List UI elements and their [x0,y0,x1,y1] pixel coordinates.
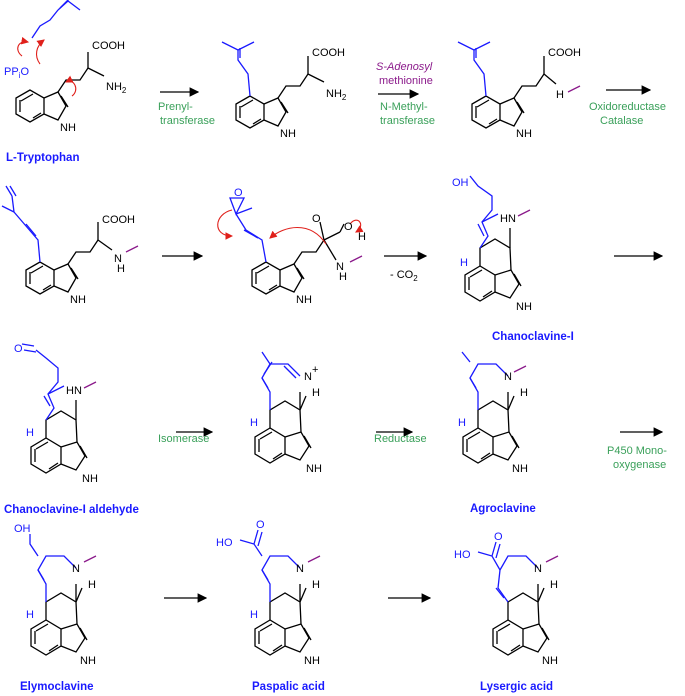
o-label-carbonyl: O [312,213,321,225]
enzyme-p450-line2: oxygenase [613,459,666,471]
h-label-9a: H [520,387,528,399]
iminium-intermediate-structure [254,351,312,464]
nh-label-3: H [556,89,564,101]
cooh-label: COOH [92,40,125,52]
o-label-12: O [494,531,503,543]
compound-name-tryptophan: L-Tryptophan [6,152,79,164]
compound-name-lysergic-acid: Lysergic acid [480,681,553,693]
chanoclavine-aldehyde-structure [21,343,97,474]
enzyme-catalase: Catalase [600,115,643,127]
nh-label-4: N [114,253,122,265]
hn-label-6: HN [500,213,516,225]
indole-nh-label-4: NH [70,294,86,306]
nh2-label: NH2 [106,81,127,95]
enzyme-nmt-line1: N-Methyl- [380,101,428,113]
compound-name-chanoclavine: Chanoclavine-I [492,331,574,343]
dmat-structure [221,41,325,129]
h-label-8b: H [250,417,258,429]
indole-nh-label-2: NH [280,128,296,140]
l-tryptophan-structure [15,0,105,123]
enzyme-oxidoreductase: Oxidoreductase [589,101,666,113]
diene-intermediate-structure [1,185,139,295]
o-label-epoxide: O [234,187,243,199]
n-label-5: N [336,261,344,273]
n-label-10: N [72,563,80,575]
ho-label-11: HO [216,537,233,549]
compound-name-agroclavine: Agroclavine [470,503,536,515]
plus-label-8: + [312,364,318,376]
indole-nh-label-12: NH [542,655,558,667]
h-label-11b: H [250,609,258,621]
h-label-7: H [26,427,34,439]
indole-nh-label-11: NH [304,655,320,667]
compound-name-elymoclavine: Elymoclavine [20,681,94,693]
oh-label-10: OH [14,523,31,535]
compound-name-paspalic-acid: Paspalic acid [252,681,325,693]
enzyme-sam-line1: S-Adenosyl [376,61,433,73]
agroclavine-structure [461,351,527,464]
indole-nh-label-3: NH [516,128,532,140]
enzyme-sam-line2: methionine [379,75,433,87]
h-label-5: H [339,271,347,283]
indole-nh-label-7: NH [82,473,98,485]
h-label-9b: H [458,417,466,429]
enzyme-prenyltransferase-line2: transferase [160,115,215,127]
ppi-label: PPiO [4,66,29,80]
decarboxylation-label: - CO2 [390,269,418,283]
enzyme-isomerase: Isomerase [158,433,209,445]
n-label-11: N [296,563,304,575]
indole-nh-label-10: NH [80,655,96,667]
n-label-12: N [534,563,542,575]
h-label-4: H [117,263,125,275]
enzyme-prenyltransferase-line1: Prenyl- [158,101,193,113]
compound-name-chanoclavine-aldehyde: Chanoclavine-I aldehyde [4,504,139,516]
chanoclavine-structure [464,175,531,302]
me-dmat-structure [457,41,581,129]
paspalic-acid-structure [239,529,321,656]
h-label-acid: H [358,231,366,243]
cooh-label-4: COOH [102,214,135,226]
enzyme-p450-line1: P450 Mono- [607,445,667,457]
o-label-aldehyde: O [14,343,23,355]
indole-nh-label: NH [60,122,76,134]
hn-label-7: HN [66,385,82,397]
indole-nh-label-6: NH [516,301,532,313]
enzyme-nmt-line2: transferase [380,115,435,127]
h-label-12: H [550,579,558,591]
n-label-9: N [504,371,512,383]
o-label-11: O [256,519,265,531]
h-label-6: H [460,257,468,269]
cooh-label-2: COOH [312,47,345,59]
h-label-10a: H [88,579,96,591]
lysergic-acid-structure [477,541,559,656]
indole-nh-label-8: NH [306,463,322,475]
epoxide-intermediate-structure [217,197,364,295]
cooh-label-3: COOH [548,47,581,59]
elymoclavine-structure [29,534,97,656]
enzyme-reductase: Reductase [374,433,427,445]
o-label-acid: O [344,221,353,233]
ho-label-12: HO [454,549,471,561]
nh2-label-2: NH2 [326,88,347,102]
oh-label-6: OH [452,177,469,189]
indole-nh-label-5: NH [296,294,312,306]
h-label-10b: H [26,609,34,621]
n-label-8: N [304,371,312,383]
h-label-11a: H [312,579,320,591]
indole-nh-label-9: NH [512,463,528,475]
h-label-8a: H [312,387,320,399]
